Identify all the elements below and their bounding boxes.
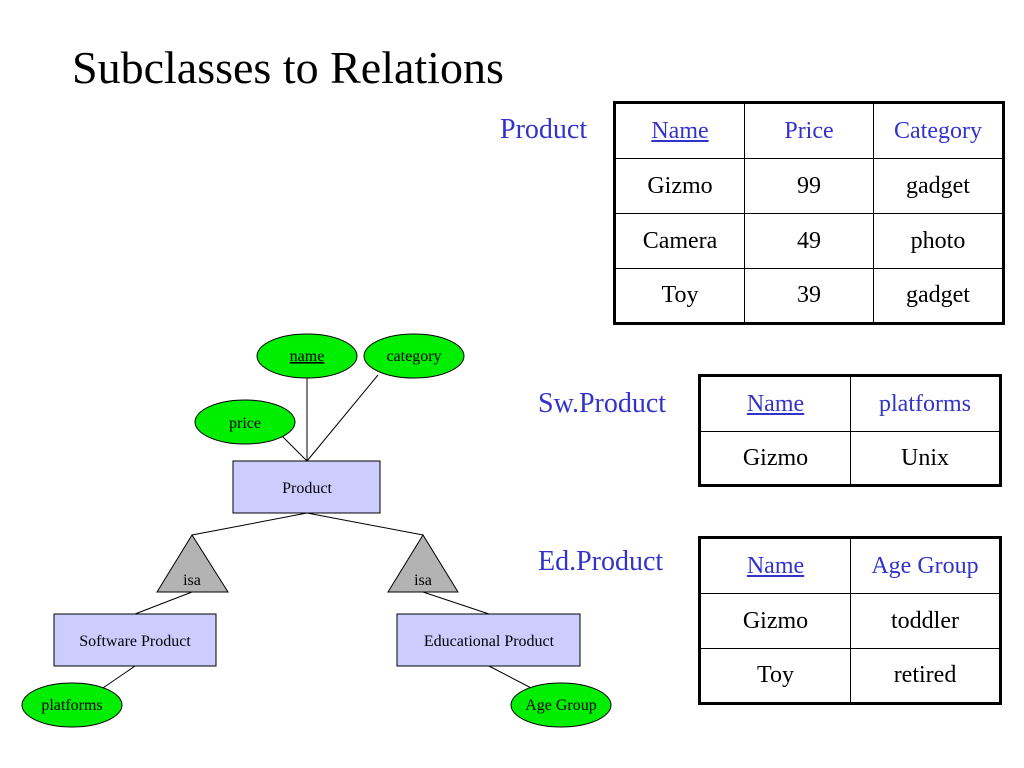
- header-category: Category: [873, 102, 1004, 159]
- header-name: Name: [614, 102, 745, 159]
- table-cell: Toy: [614, 268, 745, 324]
- header-name: Name: [699, 375, 851, 432]
- table-cell: 99: [744, 158, 874, 214]
- attribute-age-group-label: Age Group: [525, 697, 597, 714]
- ed-product-table-label: Ed.Product: [538, 546, 664, 577]
- connector-educational-agegroup: [488, 665, 536, 691]
- table-row: Gizmo 99 gadget: [614, 158, 1004, 214]
- sw-product-table: Name platforms Gizmo Unix: [698, 374, 1002, 487]
- table-cell: Gizmo: [699, 593, 851, 649]
- entity-software-product-label: Software Product: [79, 633, 191, 650]
- table-cell: gadget: [873, 268, 1004, 324]
- table-row: Toy retired: [699, 648, 1001, 704]
- attribute-age-group: Age Group: [510, 682, 612, 728]
- entity-product-label: Product: [282, 480, 332, 497]
- table-cell: 39: [744, 268, 874, 324]
- table-row: Toy 39 gadget: [614, 268, 1004, 324]
- table-header-row: Name Age Group: [699, 537, 1001, 594]
- header-age-group: Age Group: [850, 537, 1001, 594]
- connector-software-platforms: [99, 665, 136, 691]
- isa-left-label: isa: [183, 572, 201, 589]
- table-row: Gizmo toddler: [699, 593, 1001, 649]
- entity-educational-product: Educational Product: [396, 613, 581, 667]
- attribute-name-label: name: [290, 348, 325, 365]
- er-connectors: [99, 373, 536, 691]
- table-cell: retired: [850, 648, 1001, 704]
- product-table: Name Price Category Gizmo 99 gadget Came…: [613, 101, 1005, 325]
- header-platforms: platforms: [850, 375, 1001, 432]
- attribute-price: price: [194, 399, 296, 445]
- table-cell: Gizmo: [614, 158, 745, 214]
- table-header-row: Name Price Category: [614, 102, 1004, 159]
- header-price: Price: [744, 102, 874, 159]
- connector-isa-right-educational: [422, 591, 490, 615]
- table-cell: Gizmo: [699, 431, 851, 486]
- product-table-label: Product: [500, 114, 588, 145]
- entity-educational-product-label: Educational Product: [424, 633, 555, 650]
- sw-product-table-label: Sw.Product: [538, 388, 667, 419]
- table-cell: Unix: [850, 431, 1001, 486]
- table-header-row: Name platforms: [699, 375, 1001, 432]
- table-cell: 49: [744, 213, 874, 269]
- connector-category-product: [306, 374, 379, 462]
- attribute-platforms: platforms: [21, 682, 123, 728]
- table-cell: Camera: [614, 213, 745, 269]
- entity-software-product: Software Product: [53, 613, 217, 667]
- table-cell: Toy: [699, 648, 851, 704]
- attribute-category: category: [363, 333, 465, 379]
- attribute-platforms-label: platforms: [41, 697, 102, 714]
- isa-triangle-left: isa: [156, 534, 229, 593]
- connector-price-product: [281, 435, 308, 462]
- attribute-price-label: price: [229, 415, 261, 432]
- isa-triangle-right: isa: [387, 534, 459, 593]
- connector-product-isa-left: [191, 512, 308, 536]
- connector-isa-left-software: [134, 591, 193, 615]
- table-cell: gadget: [873, 158, 1004, 214]
- ed-product-table: Name Age Group Gizmo toddler Toy retired: [698, 536, 1002, 705]
- header-name: Name: [699, 537, 851, 594]
- attribute-name: name: [256, 333, 358, 379]
- table-cell: toddler: [850, 593, 1001, 649]
- connector-product-isa-right: [306, 512, 424, 536]
- slide-title: Subclasses to Relations: [72, 42, 504, 93]
- table-cell: photo: [873, 213, 1004, 269]
- table-row: Gizmo Unix: [699, 431, 1001, 486]
- entity-product: Product: [232, 460, 381, 514]
- attribute-category-label: category: [386, 348, 441, 365]
- isa-right-label: isa: [414, 572, 432, 589]
- table-row: Camera 49 photo: [614, 213, 1004, 269]
